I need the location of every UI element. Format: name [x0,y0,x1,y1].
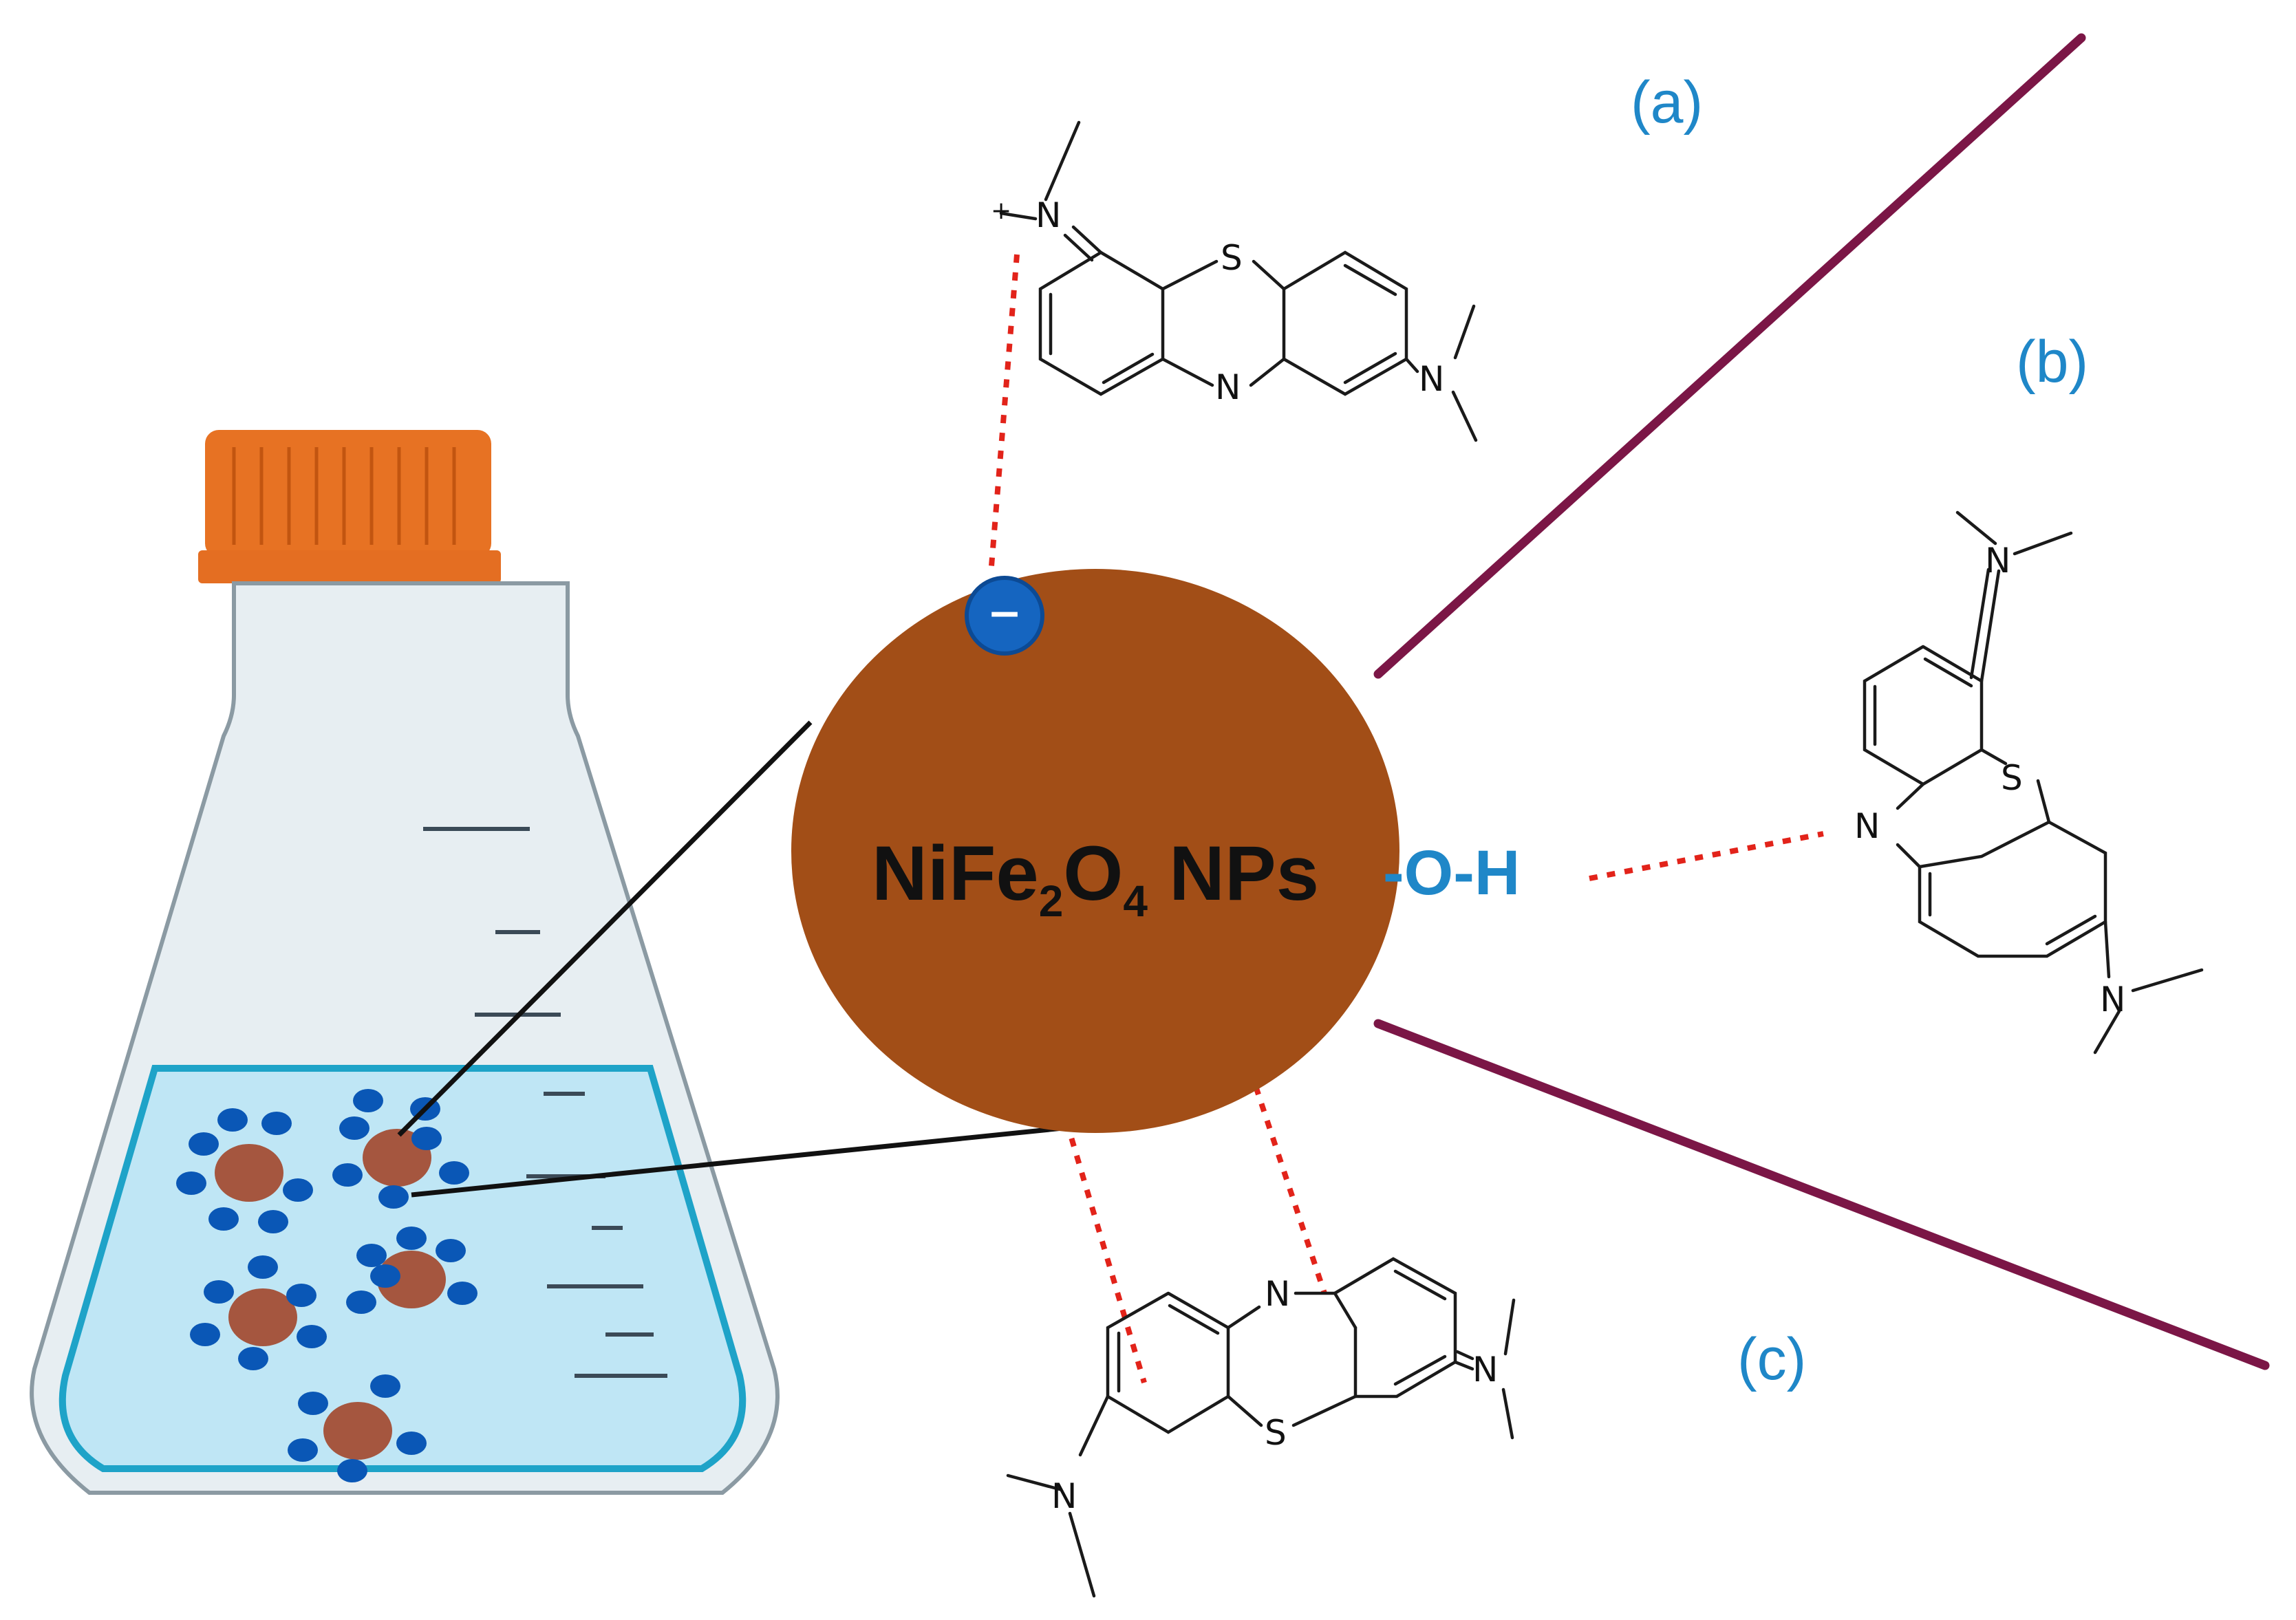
svg-text:S: S [2001,758,2023,798]
svg-text:S: S [1221,238,1243,278]
panel-label-b: (b) [2016,329,2088,395]
svg-text:N: N [1051,1476,1077,1516]
flask-graduations [423,827,667,1378]
nanoparticle-label: NiFe2O4 NPs [872,830,1319,926]
particle-cluster [176,1108,313,1233]
wedge-lines [1373,33,2270,1370]
svg-text:−: − [987,590,1022,638]
nanoparticle [791,569,1399,1133]
methylene-blue-molecule-a: N + S N N [991,120,1478,442]
flask-cap-rim [198,550,501,583]
particle-cluster [346,1227,478,1314]
particle-cluster [190,1255,327,1370]
erlenmeyer-flask-icon [30,430,780,1495]
particle-cluster [288,1374,427,1482]
svg-text:N: N [2100,980,2125,1019]
flask-cap [205,430,491,557]
hydroxyl-group-label: -O-H [1383,838,1520,908]
svg-text:N: N [1419,359,1444,399]
hydrogen-bonds [988,254,1824,1384]
svg-text:N: N [1265,1274,1290,1314]
methylene-blue-molecule-c: N S N N [1006,1257,1516,1598]
methylene-blue-molecule-b: N S N N [1854,510,2204,1055]
svg-text:N: N [1215,367,1241,407]
svg-text:N: N [1854,806,1880,846]
svg-text:S: S [1265,1413,1287,1453]
svg-text:+: + [991,197,1011,225]
panel-label-a: (a) [1631,69,1703,136]
zoom-lines [397,720,1151,1198]
svg-text:N: N [1985,541,2010,581]
minus-circle-icon: − [965,576,1044,656]
svg-text:N: N [1036,195,1061,235]
svg-text:N: N [1472,1350,1498,1390]
panel-label-c: (c) [1737,1326,1806,1392]
